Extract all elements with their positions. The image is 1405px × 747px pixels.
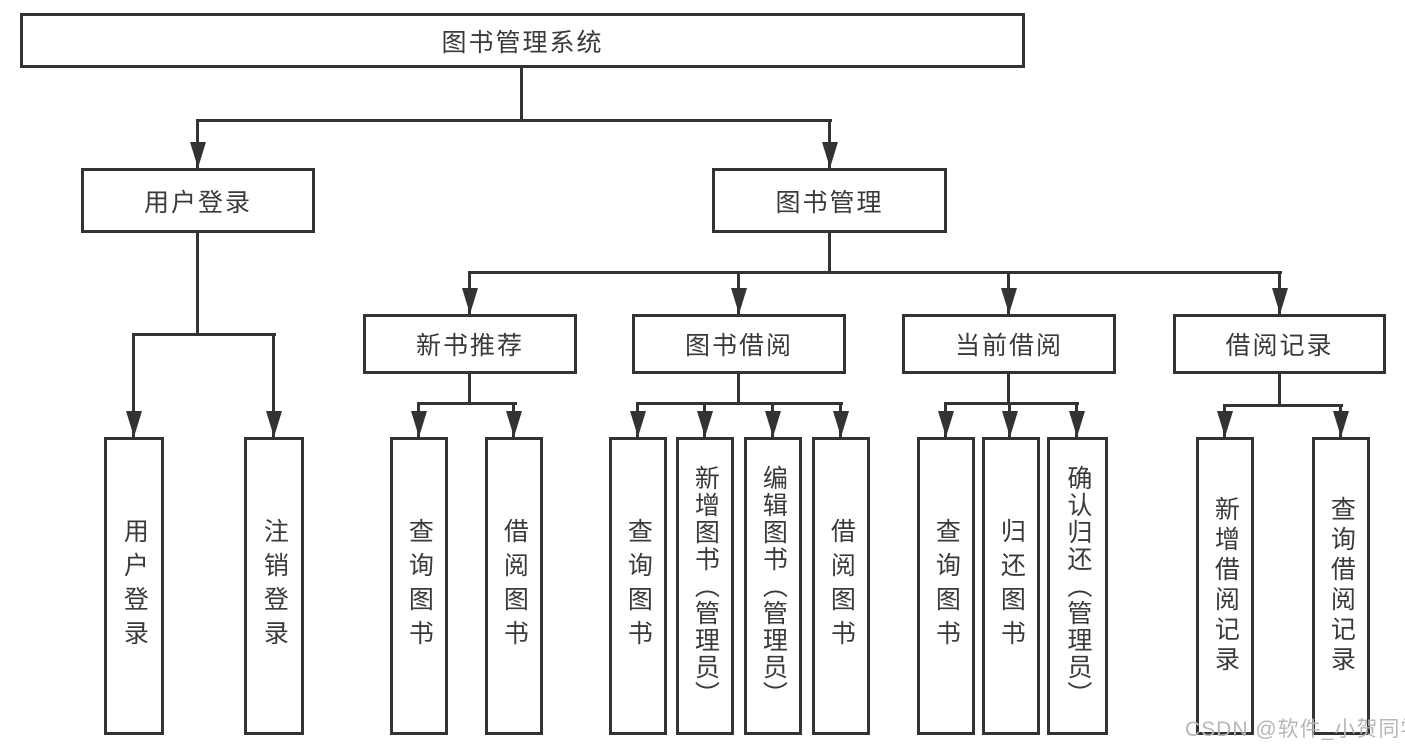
csdn-watermark: CSDN @软件_小贺同学 bbox=[1185, 718, 1405, 741]
leaf-borrow-add-books-admin: 新增图书（管理员） bbox=[676, 437, 734, 735]
arrow-down-icon bbox=[266, 411, 282, 437]
node-label: 借阅记录 bbox=[1225, 332, 1334, 360]
arrow-down-icon bbox=[1217, 411, 1233, 437]
connector-line bbox=[1278, 374, 1281, 407]
node-label: 新书推荐 bbox=[415, 332, 524, 360]
node-label: 借阅图书 bbox=[500, 518, 529, 654]
arrow-down-icon bbox=[833, 411, 849, 437]
connector-line bbox=[272, 333, 275, 437]
leaf-current-query-books: 查询图书 bbox=[917, 437, 975, 735]
arrow-down-icon bbox=[765, 411, 781, 437]
arrow-down-icon bbox=[630, 411, 646, 437]
node-label: 新增借阅记录 bbox=[1211, 496, 1240, 676]
node-label: 归还图书 bbox=[997, 518, 1026, 654]
arrow-down-icon bbox=[731, 288, 747, 314]
node-label: 图书管理 bbox=[775, 188, 884, 217]
node-new-book-recommendation: 新书推荐 bbox=[363, 314, 577, 374]
arrow-down-icon bbox=[1333, 411, 1349, 437]
arrow-down-icon bbox=[506, 411, 522, 437]
node-label: 注销登录 bbox=[260, 518, 289, 654]
arrow-down-icon bbox=[1272, 288, 1288, 314]
connector-line bbox=[196, 233, 199, 336]
arrow-down-icon bbox=[697, 411, 713, 437]
leaf-current-confirm-return-admin: 确认归还（管理员） bbox=[1047, 437, 1108, 735]
node-label: 用户登录 bbox=[143, 188, 252, 217]
connector-line bbox=[828, 233, 831, 274]
leaf-borrow-edit-books-admin: 编辑图书（管理员） bbox=[744, 437, 802, 735]
connector-line bbox=[944, 402, 1079, 405]
node-label: 用户登录 bbox=[120, 518, 149, 654]
leaf-user-login: 用户登录 bbox=[104, 437, 164, 735]
node-book-management: 图书管理 bbox=[712, 168, 947, 233]
connector-line bbox=[520, 68, 523, 121]
arrow-down-icon bbox=[462, 288, 478, 314]
node-label: 图书管理系统 bbox=[441, 28, 604, 57]
leaf-record-add-borrow-record: 新增借阅记录 bbox=[1196, 437, 1254, 735]
node-current-borrowing: 当前借阅 bbox=[902, 314, 1116, 374]
arrow-down-icon bbox=[1069, 411, 1085, 437]
node-user-login: 用户登录 bbox=[81, 168, 315, 233]
connector-line bbox=[132, 333, 276, 336]
leaf-borrow-borrow-books: 借阅图书 bbox=[812, 437, 870, 735]
arrow-down-icon bbox=[1002, 411, 1018, 437]
leaf-current-return-books: 归还图书 bbox=[982, 437, 1040, 735]
leaf-logout: 注销登录 bbox=[244, 437, 304, 735]
node-label: 查询图书 bbox=[624, 518, 653, 654]
leaf-borrow-query-books: 查询图书 bbox=[609, 437, 667, 735]
node-label: 查询图书 bbox=[405, 518, 434, 654]
node-book-borrowing: 图书借阅 bbox=[632, 314, 846, 374]
connector-line bbox=[737, 374, 740, 405]
leaf-record-query-borrow-record: 查询借阅记录 bbox=[1312, 437, 1370, 735]
connector-line bbox=[196, 119, 832, 122]
connector-line bbox=[468, 271, 1282, 274]
connector-line bbox=[1007, 374, 1010, 405]
node-label: 编辑图书（管理员） bbox=[759, 464, 788, 708]
node-label: 借阅图书 bbox=[827, 518, 856, 654]
arrow-down-icon bbox=[938, 411, 954, 437]
connector-line bbox=[132, 333, 135, 437]
node-label: 查询图书 bbox=[932, 518, 961, 654]
arrow-down-icon bbox=[1001, 288, 1017, 314]
node-label: 图书借阅 bbox=[684, 332, 793, 360]
connector-line bbox=[468, 374, 471, 405]
arrow-down-icon bbox=[190, 142, 206, 168]
arrow-down-icon bbox=[822, 142, 838, 168]
arrow-down-icon bbox=[126, 411, 142, 437]
leaf-recommend-borrow-books: 借阅图书 bbox=[485, 437, 543, 735]
connector-line bbox=[1223, 404, 1343, 407]
node-library-management-system: 图书管理系统 bbox=[20, 13, 1025, 68]
node-label: 当前借阅 bbox=[954, 332, 1063, 360]
connector-line bbox=[636, 402, 843, 405]
node-label: 新增图书（管理员） bbox=[691, 464, 720, 708]
leaf-recommend-query-books: 查询图书 bbox=[390, 437, 448, 735]
node-borrowing-records: 借阅记录 bbox=[1173, 314, 1386, 374]
node-label: 查询借阅记录 bbox=[1327, 496, 1356, 676]
connector-line bbox=[417, 402, 517, 405]
node-label: 确认归还（管理员） bbox=[1063, 464, 1092, 708]
arrow-down-icon bbox=[411, 411, 427, 437]
